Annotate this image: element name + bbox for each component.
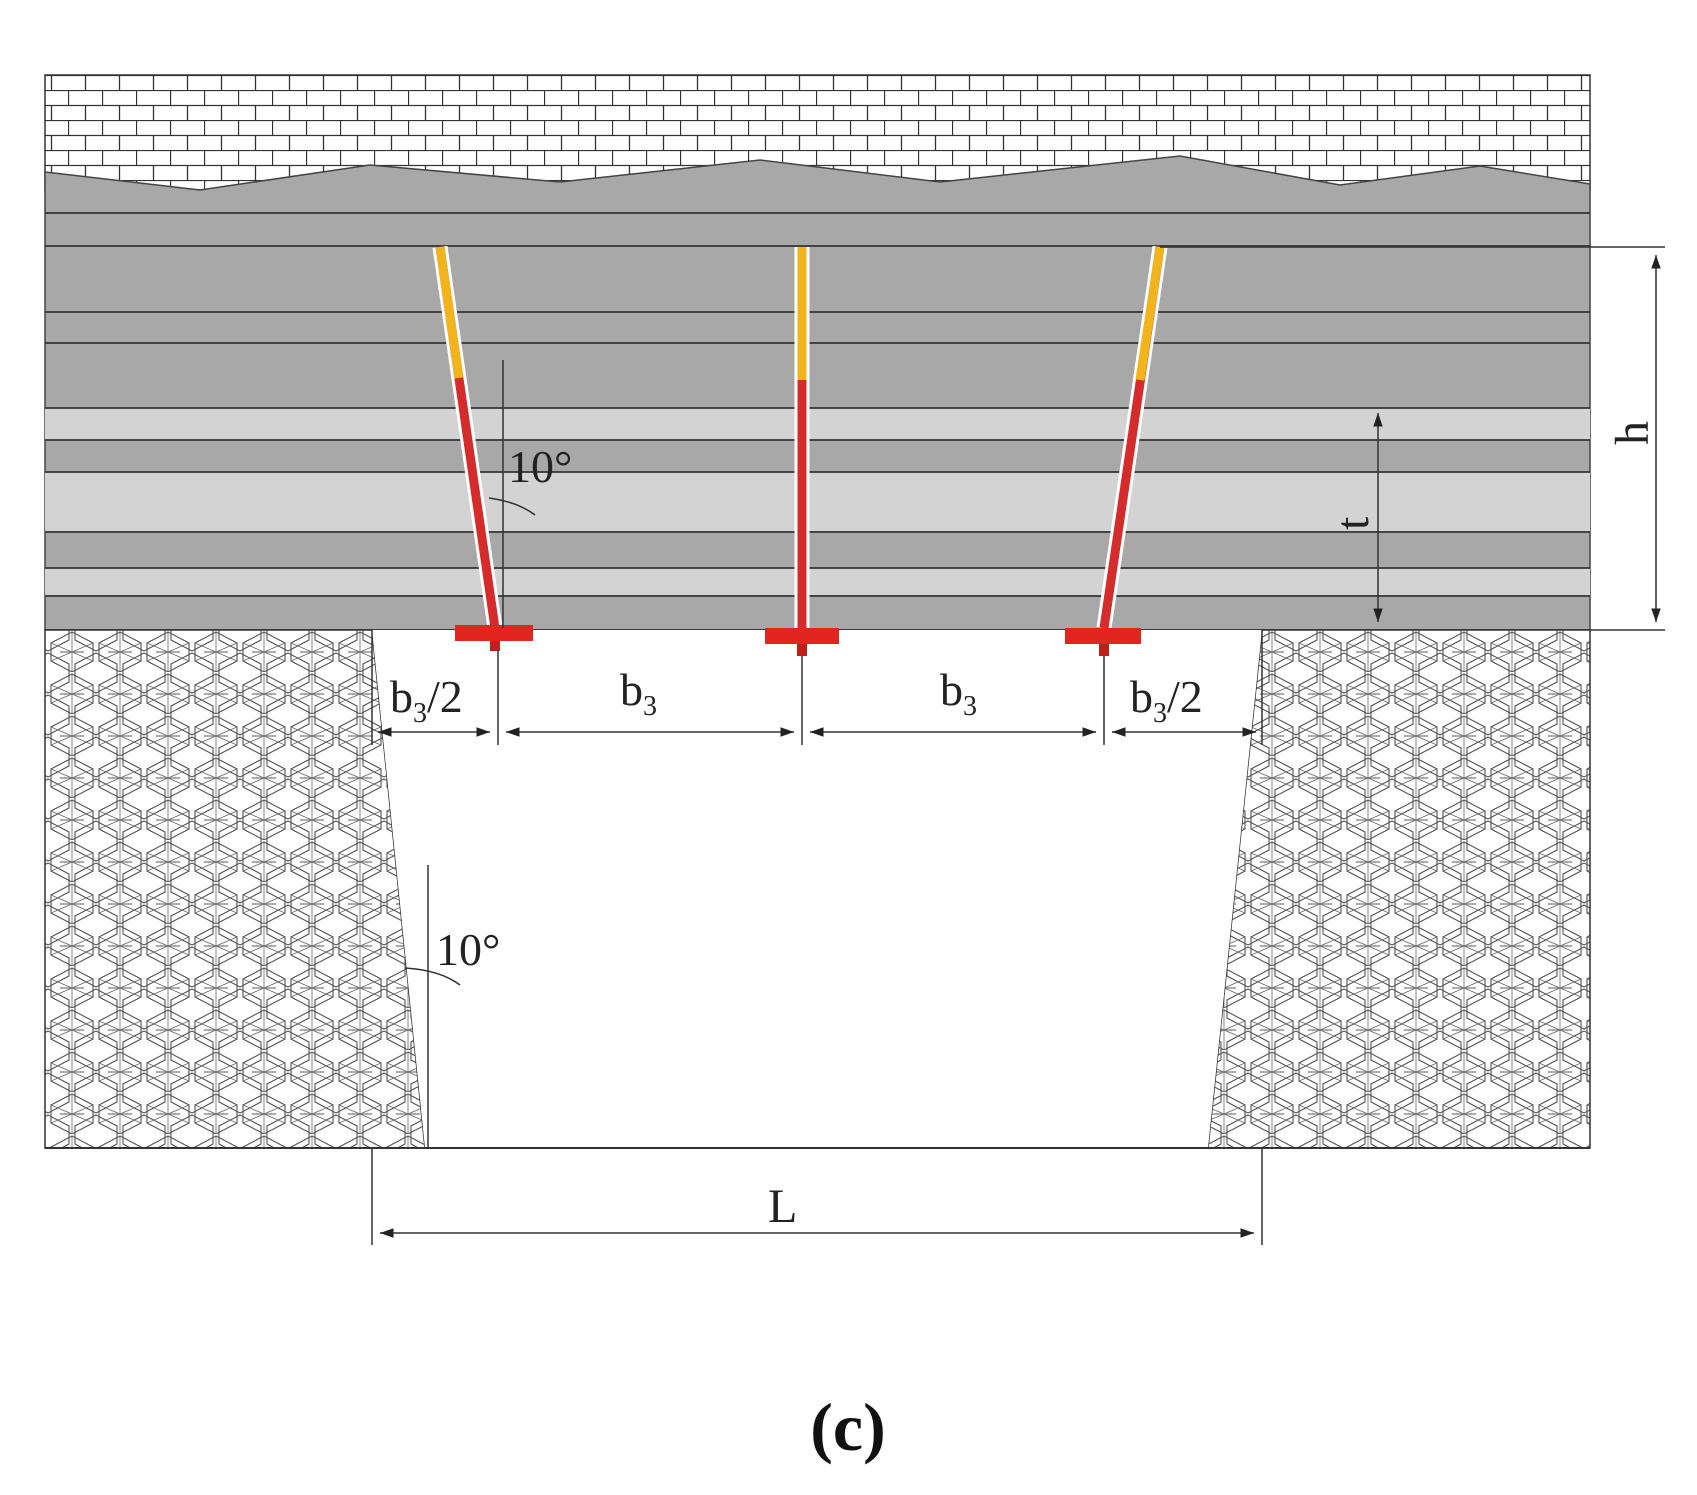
figure-caption: (c) xyxy=(810,1389,885,1465)
bolt-angle-label: 10° xyxy=(508,441,572,492)
left-bolt-anchor xyxy=(435,246,464,379)
rib-angle-arc xyxy=(404,967,461,986)
bolt-length-dimension xyxy=(1160,246,1665,631)
roadway-width-label: L xyxy=(768,1180,797,1233)
b3-left-label: b3 xyxy=(620,664,657,722)
light-layer-1 xyxy=(45,408,1590,440)
bolt-spacing-dimension xyxy=(371,630,1263,745)
bolt-angle-arc xyxy=(488,497,536,516)
right-coal-rib xyxy=(1207,629,1591,1149)
layer-thickness-label: t xyxy=(1326,516,1379,530)
roadway-width-dimension xyxy=(371,1148,1263,1245)
b3-half-left-label: b3/2 xyxy=(390,671,463,729)
roadway-opening xyxy=(372,630,1262,1148)
roof-strata xyxy=(44,155,1591,631)
middle-bolt xyxy=(765,247,839,656)
right-bolt xyxy=(1065,245,1168,656)
bolt-length-label: h xyxy=(1606,421,1659,445)
left-bolt xyxy=(432,245,533,651)
light-layer-2 xyxy=(45,472,1590,532)
right-bolt-anchor xyxy=(1135,246,1165,381)
light-layer-3 xyxy=(45,568,1590,596)
left-bolt-plate xyxy=(455,625,533,641)
left-coal-rib xyxy=(44,629,426,1149)
right-bolt-plate xyxy=(1065,628,1141,644)
b3-right-label: b3 xyxy=(940,664,977,722)
rib-angle-label: 10° xyxy=(436,924,500,975)
middle-bolt-plate xyxy=(765,628,839,644)
b3-half-right-label: b3/2 xyxy=(1130,671,1203,729)
